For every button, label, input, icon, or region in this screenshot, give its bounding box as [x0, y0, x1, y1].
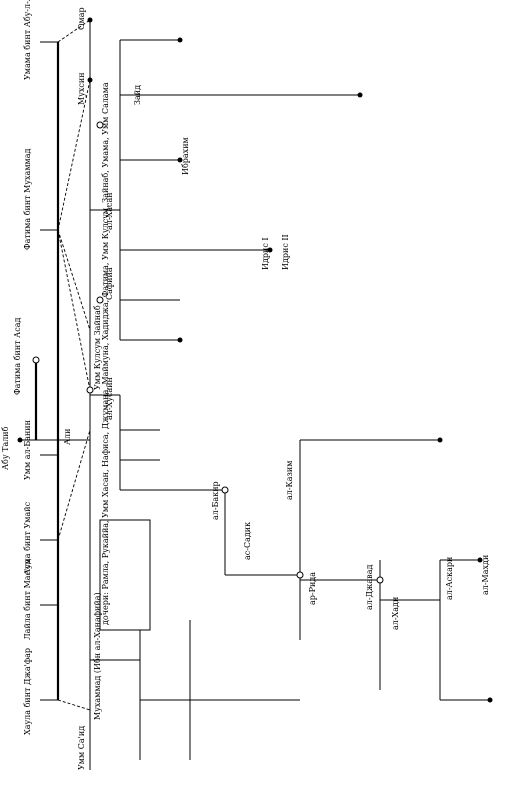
label-asma: Асма бинт Умайс	[23, 501, 32, 575]
label-umm-al-banin: Умм ал-Банин	[23, 420, 32, 480]
label-fatima-muh: Фатима бинт Мухаммад	[23, 148, 32, 250]
label-idris2: Идрис II	[281, 234, 290, 270]
label-safiya: Сафийа	[105, 267, 114, 300]
tree-labels: Абу Талиб Фатима бинт Асад Али Умама бин…	[1, 0, 490, 770]
label-umm-said: Умм Са'ид	[77, 726, 86, 770]
label-al-kazim: ал-Казим	[285, 461, 294, 500]
label-al-hadi: ал-Хади	[391, 597, 400, 630]
label-umar: Омар	[77, 7, 86, 30]
label-al-hasan: ал-Хасан	[105, 192, 114, 230]
label-ibrahim-h: Ибрахим	[181, 137, 190, 175]
label-al-askari: ал-Аскари	[445, 557, 454, 600]
label-laila: Лайла бинт Мас'уд	[23, 559, 32, 640]
label-muhammad-hanafiya: Мухаммад (Ибн ал-Ханафийа)	[93, 592, 102, 720]
tree-nodes	[17, 17, 493, 703]
label-fatima-asad: Фатима бинт Асад	[13, 318, 22, 395]
label-al-jawad: ал-Джавад	[365, 565, 374, 610]
label-as-sadiq: ас-Садик	[243, 522, 252, 560]
daughters-box	[99, 519, 151, 631]
label-al-husain: ал-Хусайн	[105, 377, 114, 420]
label-khawla: Хаула бинт Джа'фар	[23, 648, 32, 735]
label-umm-kulthum: Умм Кулсум Зайнаб	[93, 305, 102, 390]
label-al-mahdi: ал-Махди	[481, 555, 490, 595]
label-daughters: дочери: Рамла, Рукаййа, Умм Хасан, Нафис…	[101, 82, 110, 625]
tree-lines	[20, 19, 490, 770]
label-abu-talib: Абу Талиб	[1, 426, 10, 470]
label-ar-rida: ар-Рида	[308, 572, 317, 605]
label-muhsin: Мухсин	[77, 72, 86, 105]
label-al-baqir: ал-Бакир	[211, 481, 220, 520]
label-umama: Умама бинт Абу-л-Ас	[23, 0, 32, 80]
label-zaid-h: Зайд	[133, 85, 142, 105]
label-idris1: Идрис I	[261, 237, 270, 270]
label-ali: Али	[63, 429, 72, 445]
